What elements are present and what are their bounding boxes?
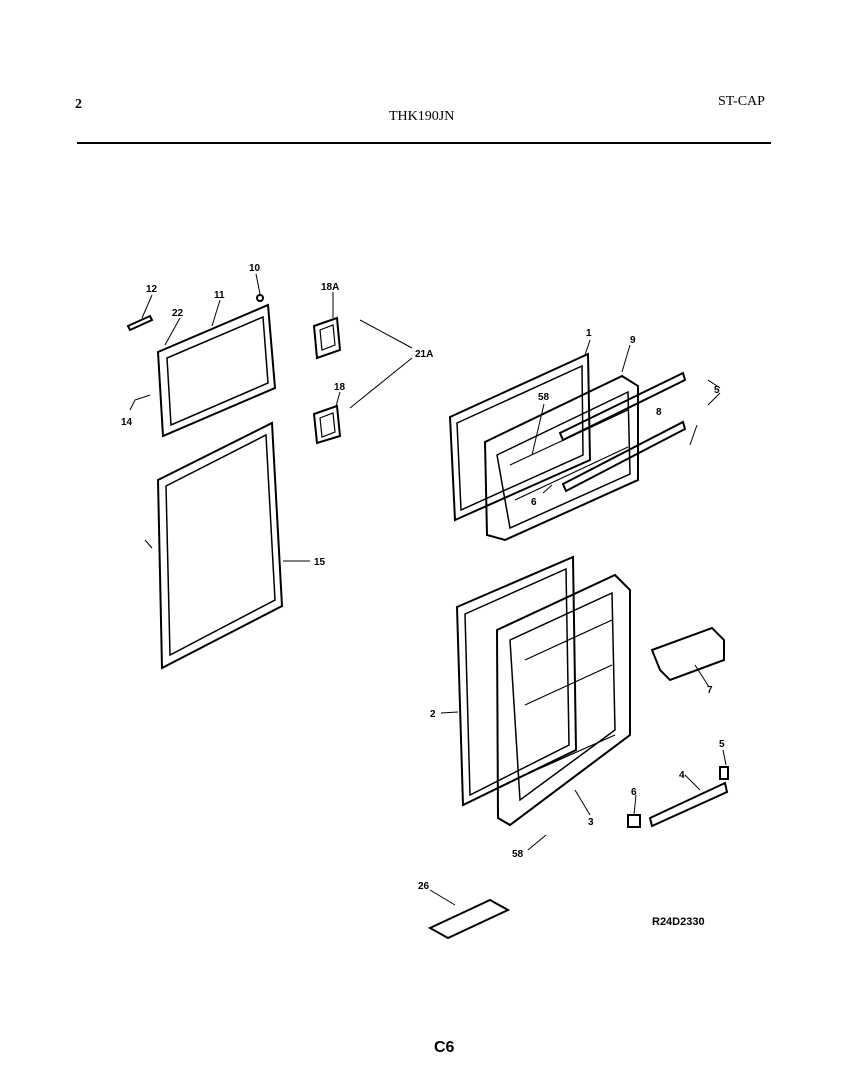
part-18A-shape bbox=[312, 316, 342, 360]
part-3-liner bbox=[495, 573, 631, 827]
callout-2: 2 bbox=[430, 709, 436, 720]
part-4-bar bbox=[648, 781, 729, 828]
page-code: C6 bbox=[434, 1039, 455, 1056]
callout-26: 26 bbox=[418, 881, 430, 892]
callout-58-bottom: 58 bbox=[512, 849, 524, 860]
part-2-gasket bbox=[455, 555, 578, 807]
part-11-outer bbox=[156, 303, 277, 438]
model-number: THK190JN bbox=[389, 109, 455, 124]
callout-6-bottom: 6 bbox=[631, 787, 637, 798]
callout-3: 3 bbox=[588, 817, 594, 828]
drawing-code: R24D2330 bbox=[652, 916, 705, 928]
callout-58-top: 58 bbox=[538, 392, 550, 403]
part-8-bar-bottom bbox=[561, 420, 687, 493]
part-10-screw bbox=[256, 294, 264, 302]
part-8-bar-top bbox=[558, 371, 687, 442]
part-26-egg-tray bbox=[427, 898, 511, 940]
callout-12: 12 bbox=[146, 284, 158, 295]
callout-10: 10 bbox=[249, 263, 261, 274]
part-12-shape bbox=[126, 314, 154, 332]
callout-21A: 21A bbox=[415, 349, 433, 360]
callout-7: 7 bbox=[707, 685, 713, 696]
callout-4: 4 bbox=[679, 770, 685, 781]
callout-14-top: 14 bbox=[121, 417, 133, 428]
part-15-outer bbox=[156, 421, 284, 670]
page-number: 2 bbox=[75, 97, 82, 112]
callout-9: 9 bbox=[630, 335, 636, 346]
part-5-clip bbox=[719, 766, 729, 780]
callout-6-top: 6 bbox=[531, 497, 537, 508]
category-code: ST-CAP bbox=[718, 94, 765, 109]
part-9-liner bbox=[483, 374, 639, 542]
header-rule bbox=[77, 142, 771, 144]
part-1-gasket bbox=[448, 352, 592, 522]
callout-22: 22 bbox=[172, 308, 184, 319]
callout-5-top: 5 bbox=[714, 385, 720, 396]
callout-15: 15 bbox=[314, 557, 326, 568]
part-6-clip bbox=[627, 814, 641, 828]
callout-5-bottom: 5 bbox=[719, 739, 725, 750]
callout-18A: 18A bbox=[321, 282, 339, 293]
callout-1: 1 bbox=[586, 328, 592, 339]
part-7-shelf bbox=[650, 626, 725, 682]
part-18-shape bbox=[312, 404, 342, 445]
callout-18: 18 bbox=[334, 382, 346, 393]
callout-11: 11 bbox=[214, 290, 225, 301]
callout-8: 8 bbox=[656, 407, 662, 418]
